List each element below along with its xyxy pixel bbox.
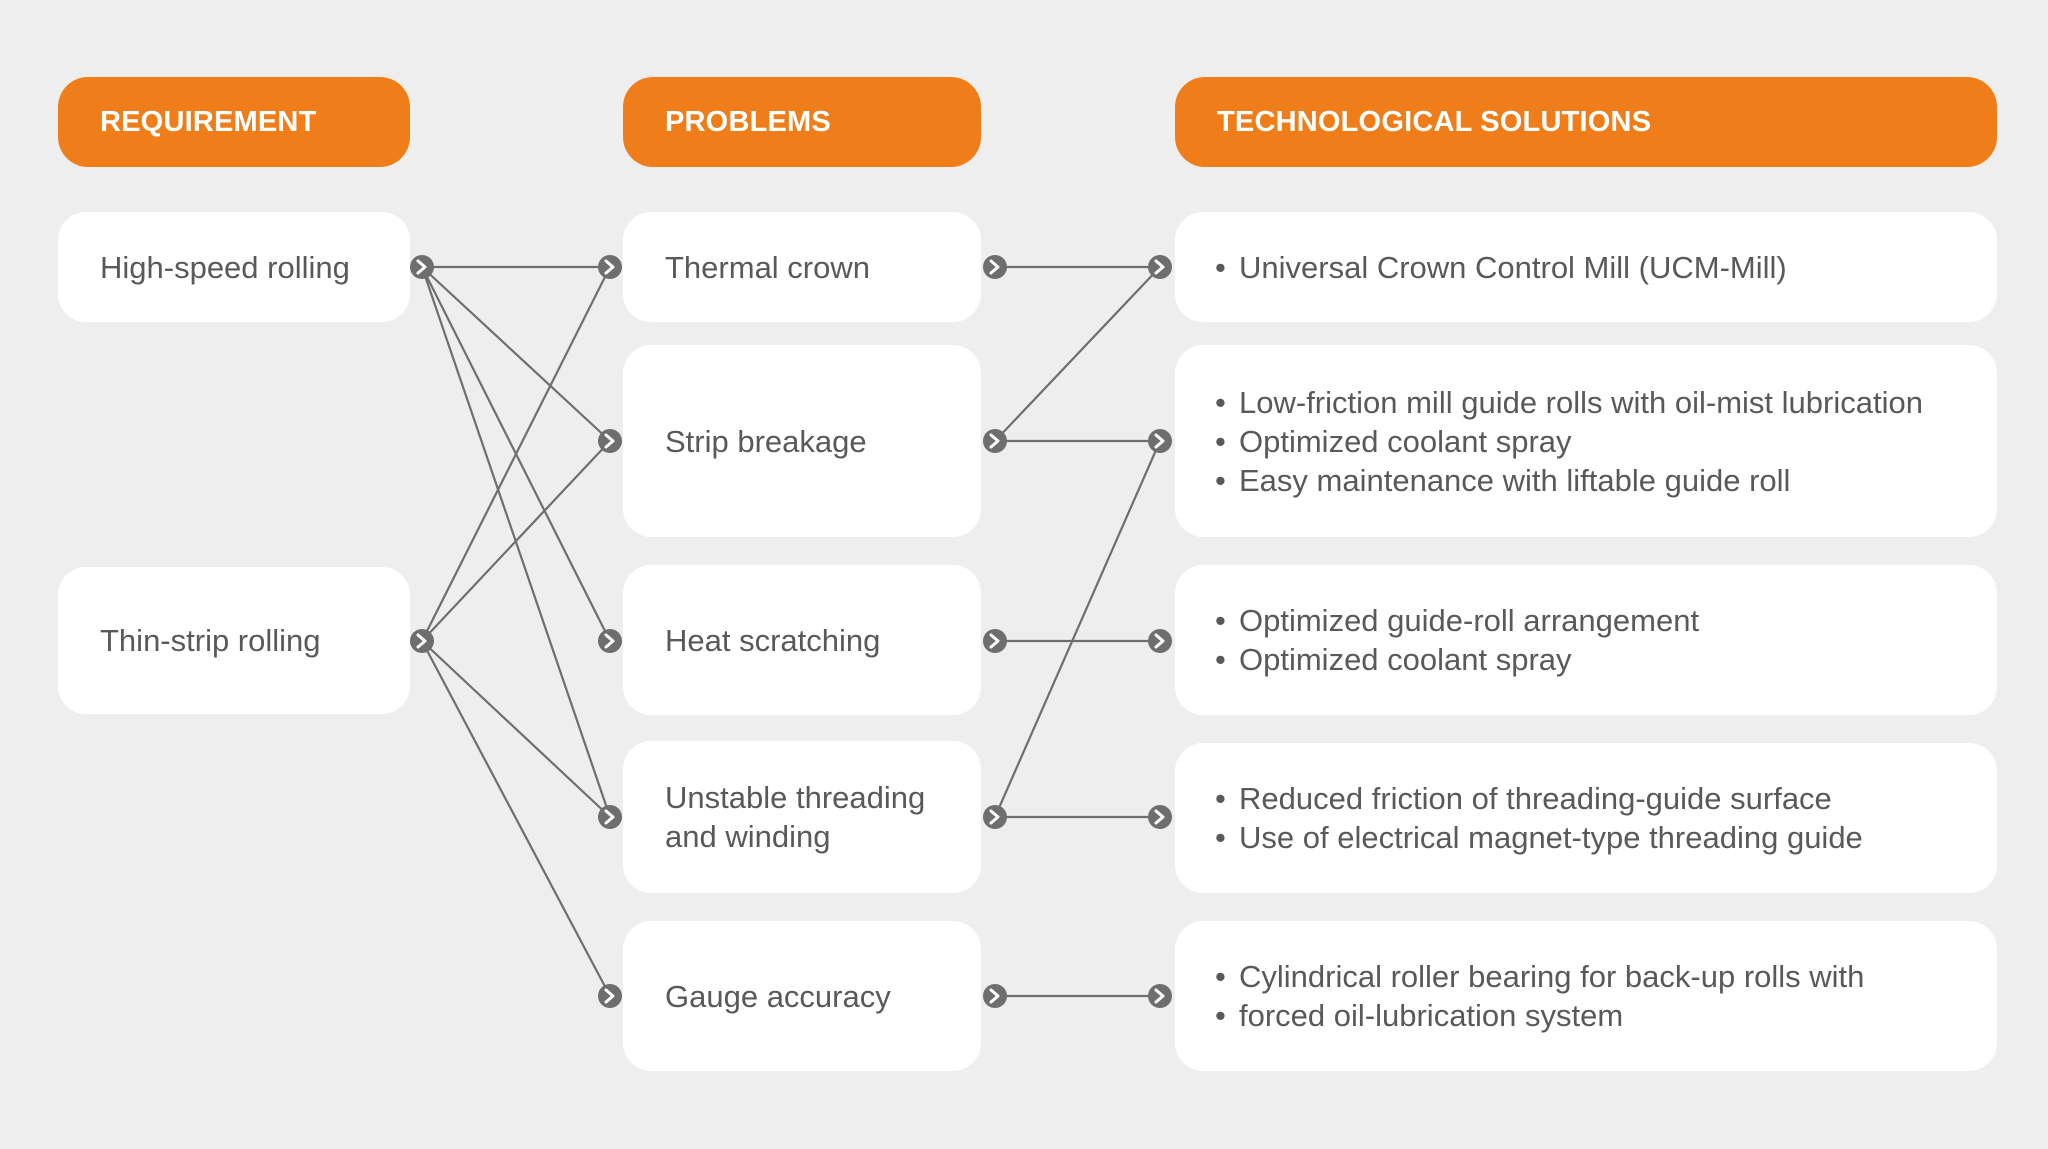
solution-item: Low-friction mill guide rolls with oil-m… <box>1215 383 1923 422</box>
solution-item: Easy maintenance with liftable guide rol… <box>1215 461 1923 500</box>
chevron-right-circle-icon <box>1146 627 1174 655</box>
solution-list: Reduced friction of threading-guide surf… <box>1215 779 1863 857</box>
solution-list: Cylindrical roller bearing for back-up r… <box>1215 957 1864 1035</box>
problem-label: Unstable threading and winding <box>665 780 926 854</box>
problem-box-heat-scratching: Heat scratching <box>623 565 981 715</box>
chevron-right-circle-icon <box>596 803 624 831</box>
connector-line <box>421 640 611 818</box>
solution-item: Reduced friction of threading-guide surf… <box>1215 779 1863 818</box>
problem-label: Thermal crown <box>665 249 870 285</box>
solution-box-5: Cylindrical roller bearing for back-up r… <box>1175 921 1997 1071</box>
connector-line <box>993 440 1162 818</box>
chevron-right-circle-icon <box>596 253 624 281</box>
solution-list: Universal Crown Control Mill (UCM-Mill) <box>1215 248 1787 287</box>
problem-box-gauge-accuracy: Gauge accuracy <box>623 921 981 1071</box>
solution-item: Cylindrical roller bearing for back-up r… <box>1215 957 1864 996</box>
chevron-right-circle-icon <box>981 803 1009 831</box>
solution-box-4: Reduced friction of threading-guide surf… <box>1175 743 1997 893</box>
connector-line <box>421 266 611 442</box>
chevron-right-circle-icon <box>408 253 436 281</box>
chevron-right-circle-icon <box>981 253 1009 281</box>
requirement-label: High-speed rolling <box>100 249 350 285</box>
problem-label: Heat scratching <box>665 622 881 658</box>
header-solutions-label: TECHNOLOGICAL SOLUTIONS <box>1217 105 1652 138</box>
solution-list: Optimized guide-roll arrangement Optimiz… <box>1215 601 1699 679</box>
header-problems-label: PROBLEMS <box>665 105 831 138</box>
chevron-right-circle-icon <box>596 982 624 1010</box>
problem-box-unstable-threading: Unstable threading and winding <box>623 741 981 893</box>
solution-item: Optimized coolant spray <box>1215 422 1923 461</box>
header-problems: PROBLEMS <box>623 77 981 167</box>
connector-line-group <box>420 265 1162 998</box>
chevron-right-circle-icon <box>981 982 1009 1010</box>
connector-line <box>421 440 611 642</box>
connector-line <box>421 266 611 642</box>
problem-label: Strip breakage <box>665 423 867 459</box>
requirement-box-high-speed: High-speed rolling <box>58 212 410 322</box>
solution-item: Optimized guide-roll arrangement <box>1215 601 1699 640</box>
solution-item: Optimized coolant spray <box>1215 640 1699 679</box>
solution-box-1: Universal Crown Control Mill (UCM-Mill) <box>1175 212 1997 322</box>
chevron-right-circle-icon <box>1146 982 1174 1010</box>
chevron-right-circle-icon <box>596 427 624 455</box>
header-solutions: TECHNOLOGICAL SOLUTIONS <box>1175 77 1997 167</box>
chevron-right-circle-icon <box>981 427 1009 455</box>
header-requirement-label: REQUIREMENT <box>100 105 317 138</box>
problem-box-thermal-crown: Thermal crown <box>623 212 981 322</box>
chevron-right-circle-icon <box>408 627 436 655</box>
solution-box-2: Low-friction mill guide rolls with oil-m… <box>1175 345 1997 537</box>
chevron-right-circle-icon <box>596 627 624 655</box>
connector-line <box>421 640 611 997</box>
chevron-right-circle-icon <box>981 627 1009 655</box>
problem-box-strip-breakage: Strip breakage <box>623 345 981 537</box>
requirement-box-thin-strip: Thin-strip rolling <box>58 567 410 714</box>
solution-item: Universal Crown Control Mill (UCM-Mill) <box>1215 248 1787 287</box>
solution-list: Low-friction mill guide rolls with oil-m… <box>1215 383 1923 500</box>
connector-line <box>994 266 1161 442</box>
chevron-right-circle-icon <box>1146 253 1174 281</box>
solution-box-3: Optimized guide-roll arrangement Optimiz… <box>1175 565 1997 715</box>
chevron-right-circle-icon <box>1146 427 1174 455</box>
header-requirement: REQUIREMENT <box>58 77 410 167</box>
solution-item: forced oil-lubrication system <box>1215 996 1864 1035</box>
problem-label: Gauge accuracy <box>665 978 891 1014</box>
chevron-right-circle-icon <box>1146 803 1174 831</box>
requirement-label: Thin-strip rolling <box>100 623 321 658</box>
solution-item: Use of electrical magnet-type threading … <box>1215 818 1863 857</box>
